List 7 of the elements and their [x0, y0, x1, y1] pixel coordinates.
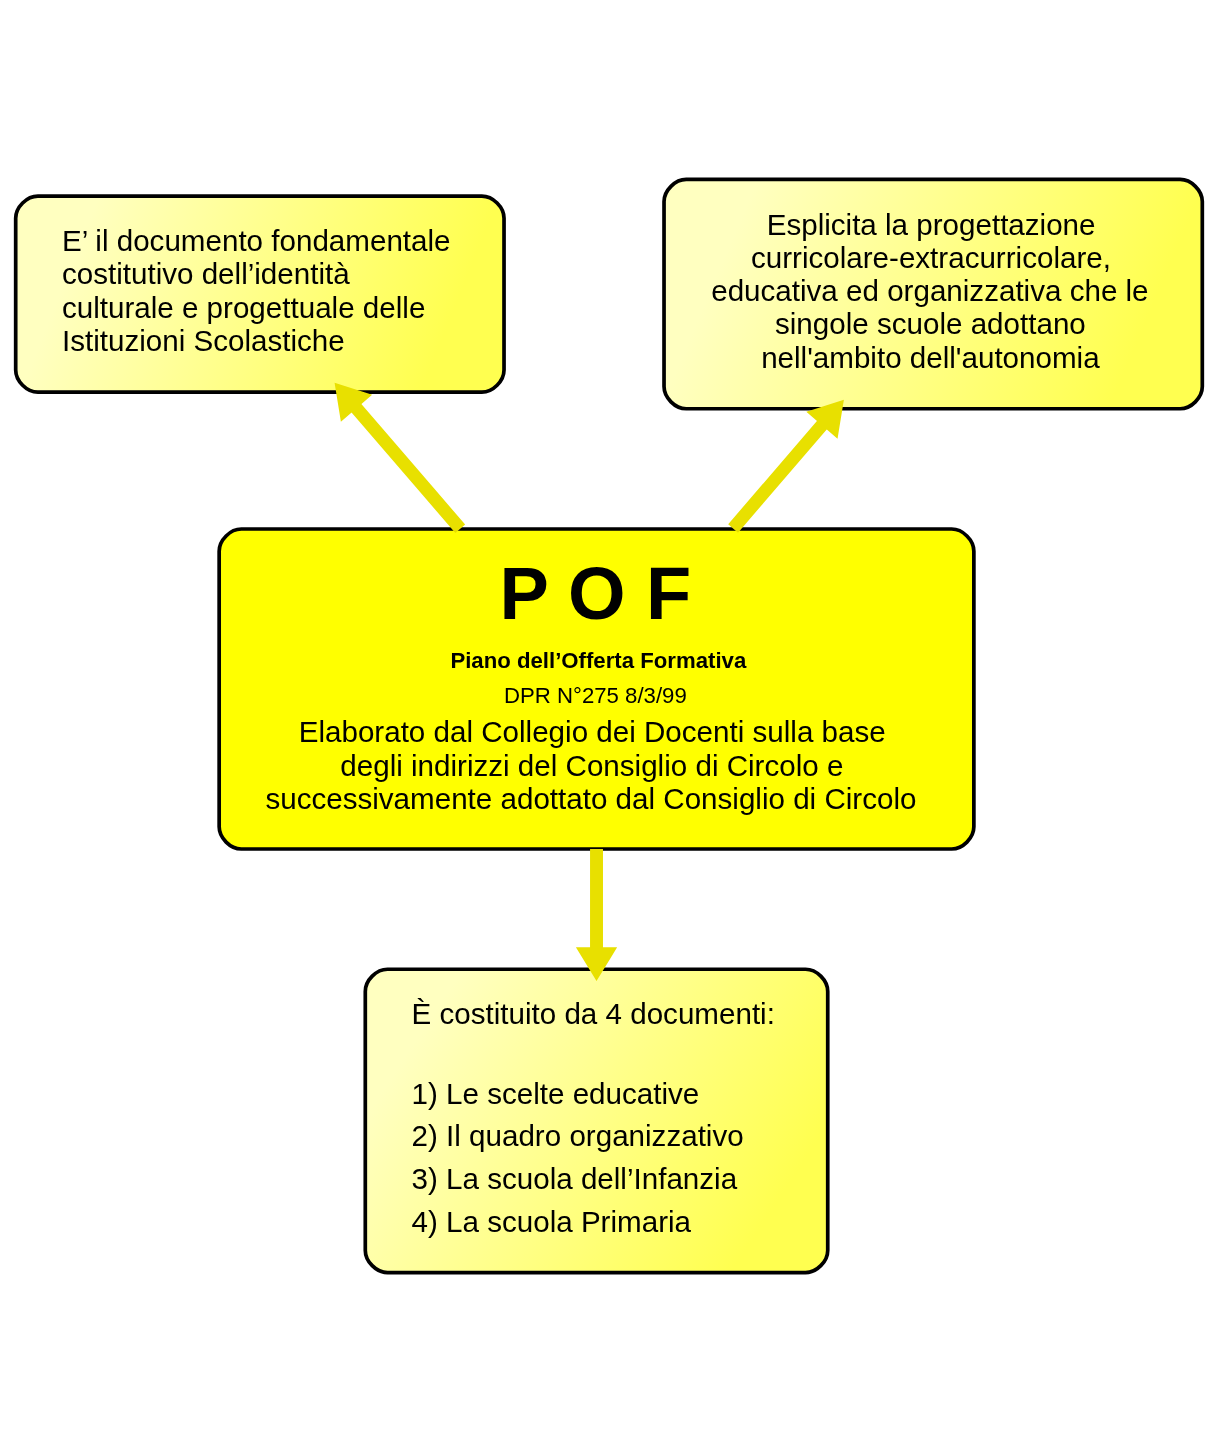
arrow — [575, 848, 618, 981]
node-box: Esplicita la progettazione curricolare-extracurricolare, educativa ed organizzativa che le singole scuole adottano nell'ambito dell'autonomia — [662, 177, 1205, 411]
arrow — [728, 399, 844, 533]
arrow — [334, 382, 466, 533]
node-box: P O F Piano dell’Offerta Formativa DPR N°275 8/3/99 Elaborato dal Collegio dei Docenti sulla base degli indirizzi del Consiglio di Circolo e successivamente adottato dal Consiglio di Circolo — [217, 526, 976, 851]
node-box: E’ il documento fondamentale costitutivo dell’identità culturale e progettuale delle Istituzioni Scolastiche — [13, 193, 506, 394]
node-box: È costituito da 4 documenti: 1) Le scelte educative 2) Il quadro organizzativo 3) La scuola dell’Infanzia 4) La scuola Primaria — [363, 966, 830, 1274]
